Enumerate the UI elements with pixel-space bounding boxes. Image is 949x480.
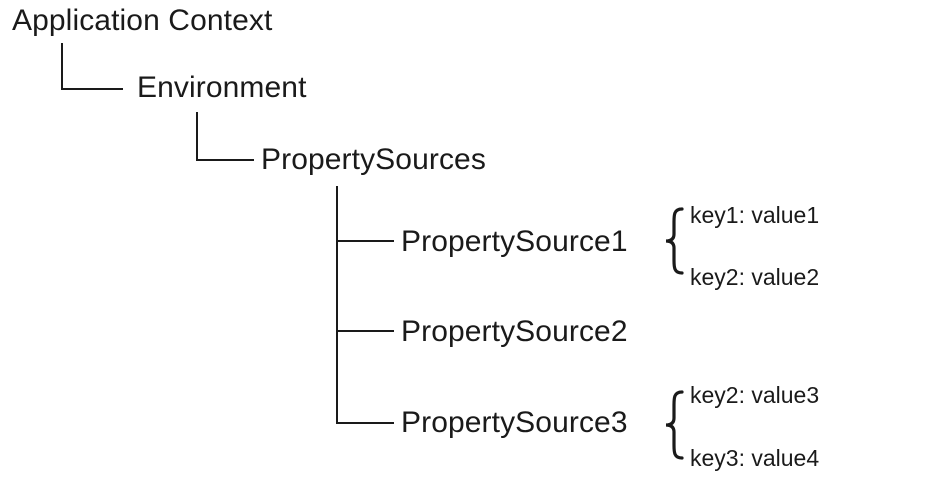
node-property-sources: PropertySources — [261, 143, 486, 176]
connector-source1-branch — [336, 240, 394, 242]
node-environment: Environment — [137, 71, 307, 104]
connector-sources-trunk — [336, 186, 338, 424]
connector-environment-vertical — [196, 112, 198, 161]
entry-source3-key3: key3: value4 — [690, 445, 820, 471]
entry-source3-key2: key2: value3 — [690, 382, 820, 408]
connector-root-horizontal — [61, 88, 123, 90]
entry-source1-key2: key2: value2 — [690, 264, 820, 290]
node-property-source-3: PropertySource3 — [401, 406, 628, 439]
connector-root-vertical — [61, 43, 63, 90]
connector-source3-branch — [336, 422, 394, 424]
node-property-source-1: PropertySource1 — [401, 225, 628, 258]
node-property-source-2: PropertySource2 — [401, 315, 628, 348]
brace-source3-icon — [665, 390, 684, 460]
brace-source1-icon — [665, 207, 684, 275]
entry-source1-key1: key1: value1 — [690, 202, 820, 228]
node-application-context: Application Context — [12, 4, 273, 37]
connector-environment-horizontal — [196, 159, 254, 161]
connector-source2-branch — [336, 330, 394, 332]
